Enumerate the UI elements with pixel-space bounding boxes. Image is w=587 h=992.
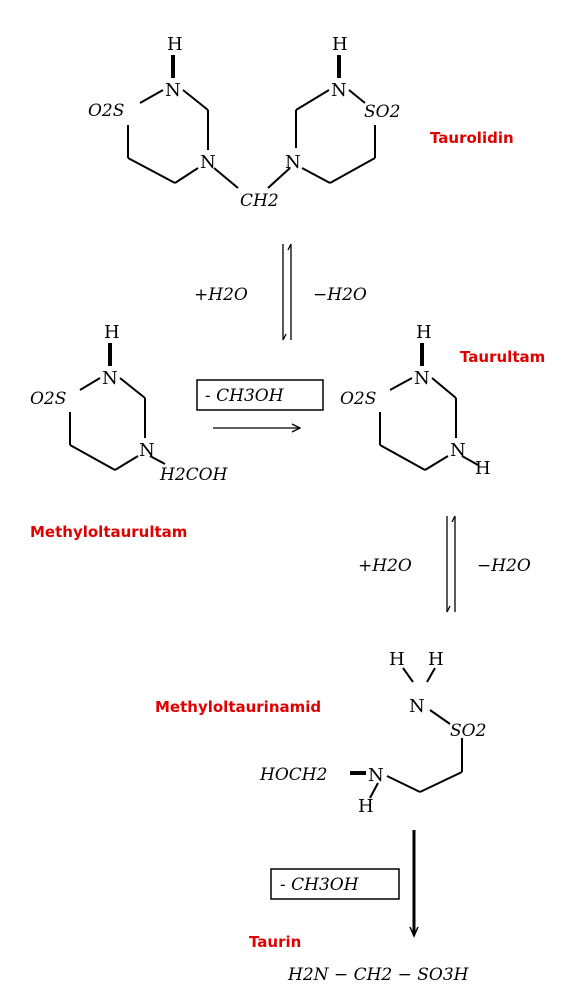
ring-bond [379,444,426,471]
taurultam-structure: H N O2S N H Taurultam [340,322,545,479]
nh-bond [426,667,436,683]
arrow-head [446,605,451,613]
atom-o2s: O2S [88,101,124,121]
reagent-methanol: - CH3OH [205,386,285,406]
nh-bond [369,782,379,799]
ring-bond [119,377,146,399]
atom-n: N [102,368,118,389]
atom-so2: SO2 [450,721,486,741]
methyloltaurultam-structure: H N O2S N H2COH Methyloltaurultam [30,322,229,541]
bridge-bond [267,167,291,189]
ring-bond [389,377,413,391]
chain-bond [419,771,463,793]
ns-bond [429,709,451,725]
label-taurin: Taurin [249,933,301,951]
ring-bond [79,377,101,391]
atom-n: N [200,152,216,173]
ch2oh-bond [149,455,166,465]
taurolidin-structure: H N O2S N CH2 H N SO2 N Taurolidin [88,34,514,211]
reagent-add-water: +H2O [358,556,412,576]
atom-n: N [165,80,181,101]
atom-ch2: CH2 [240,191,279,211]
taurin-formula: H2N − CH2 − SO3H [287,965,470,985]
reagent-add-water: +H2O [194,285,248,305]
ring-bond [329,157,376,184]
ring-bond [301,167,331,184]
reagent-box [196,379,324,411]
arrow-head [451,515,456,523]
atom-n: N [414,368,430,389]
arrow-head [409,926,419,938]
methanol-loss-arrow-1: - CH3OH [196,379,324,433]
atom-h: H [389,649,405,670]
nh-bond [461,455,479,466]
atom-n: N [368,765,384,786]
reagent-methanol: - CH3OH [280,875,360,895]
equilibrium-arrow-2: +H2O −H2O [358,515,531,613]
atom-hoch2: HOCH2 [259,765,327,785]
ring-bond [431,377,457,399]
ring-bond [69,444,116,471]
label-methyloltaurultam: Methyloltaurultam [30,523,187,541]
arrow-head [282,333,287,341]
ring-bond [114,455,139,471]
ring-bond [424,455,449,471]
reagent-remove-water: −H2O [313,285,367,305]
ring-bond [127,157,176,184]
atom-n: N [450,440,466,461]
atom-h: H [332,34,348,55]
reagent-remove-water: −H2O [477,556,531,576]
atom-h: H [358,796,374,817]
atom-o2s: O2S [30,389,66,409]
nh-bond [402,667,414,683]
atom-n: N [139,440,155,461]
atom-o2s: O2S [340,389,376,409]
arrow-head [291,423,302,433]
methanol-loss-arrow-2: - CH3OH [270,830,419,938]
ring-bond [295,89,330,111]
reagent-box [270,868,400,900]
atom-n: N [409,696,425,717]
arrow-head [287,243,292,251]
atom-h2coh: H2COH [159,465,229,485]
bridge-bond [213,167,239,189]
ring-bond [348,89,366,104]
atom-h: H [104,322,120,343]
atom-h: H [167,34,183,55]
ring-bond [139,89,164,104]
ring-bond [182,89,209,111]
atom-n: N [331,80,347,101]
atom-h: H [416,322,432,343]
atom-h: H [428,649,444,670]
label-methyloltaurinamid: Methyloltaurinamid [155,698,321,716]
taurin-structure: Taurin H2N − CH2 − SO3H [249,933,470,985]
ring-bond [174,167,199,184]
chain-bond [386,775,421,793]
equilibrium-arrow-1: +H2O −H2O [194,243,367,341]
atom-n: N [285,152,301,173]
label-taurolidin: Taurolidin [430,129,514,147]
atom-h: H [475,458,491,479]
methyloltaurinamid-structure: H H N SO2 HOCH2 N H Methyloltaurinamid [155,649,486,817]
atom-so2: SO2 [364,102,400,122]
label-taurultam: Taurultam [460,348,545,366]
